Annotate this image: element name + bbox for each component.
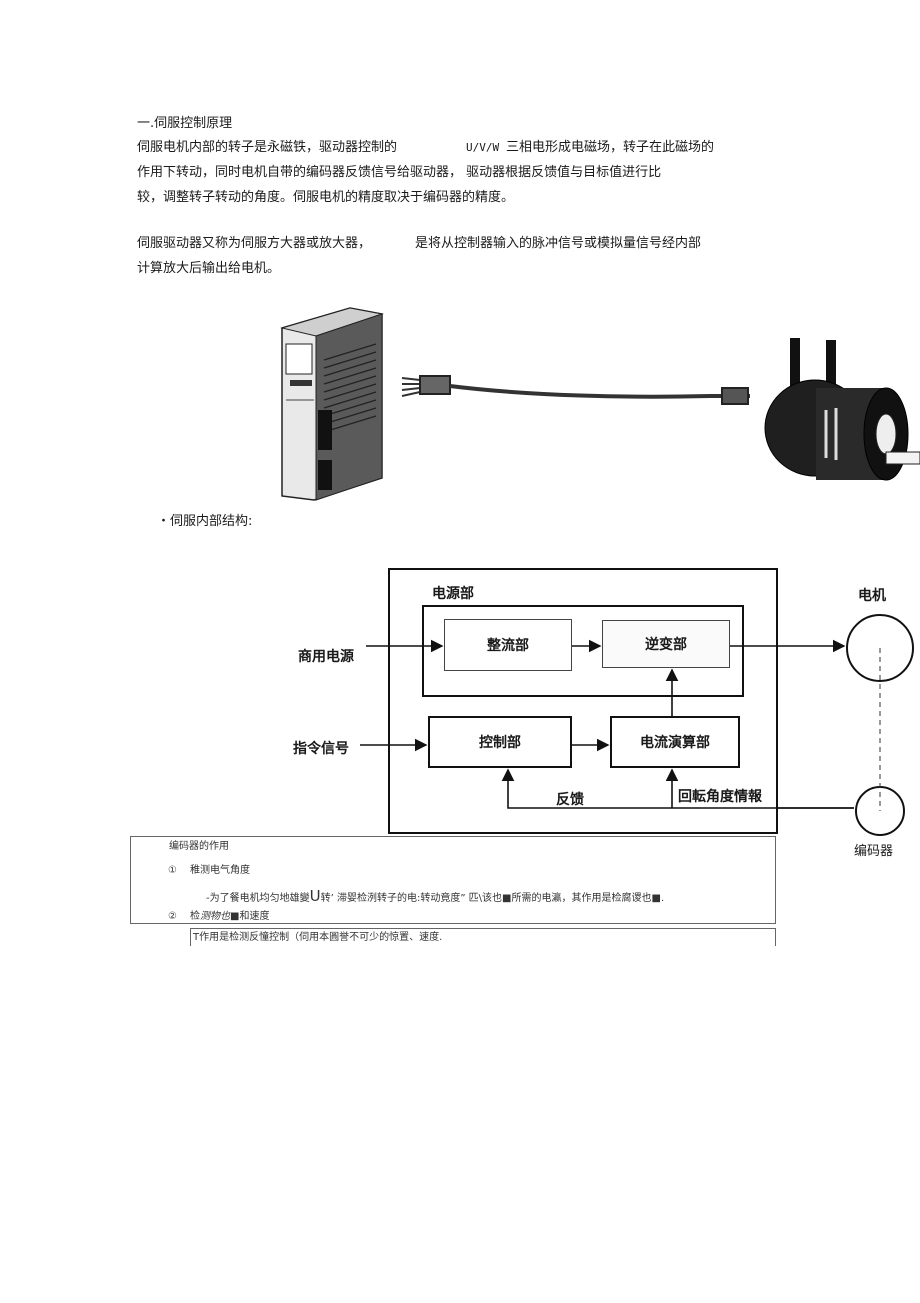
servo-drive-image — [280, 307, 384, 501]
power-section-label: 电源部 — [432, 586, 474, 602]
diagram-connectors — [360, 614, 914, 836]
section-heading: 一.伺服控制原理 — [137, 116, 233, 131]
item1-detail: -为了餐电机均匀地雄變U转’ 滞婴检洌转子的电:转动竟度” 匹\该也■所需的电瀛… — [206, 887, 665, 905]
note-box — [190, 928, 776, 946]
current-calc-box: 电流演算部 — [610, 716, 740, 768]
inverter-box: 逆变部 — [602, 620, 730, 668]
control-box: 控制部 — [428, 716, 572, 768]
servo-drive-boundary — [388, 568, 778, 834]
para2-line1b: 是将从控制器输入的脉冲信号或模拟量信号经内部 — [415, 236, 702, 251]
commercial-power-label: 商用电源 — [298, 649, 354, 665]
para1-line1a: 伺服电机内部的转子是永磁铁，驱动器控制的 — [137, 140, 398, 155]
motor-label: 电机 — [858, 588, 886, 604]
power-section-box — [422, 605, 744, 697]
command-signal-label: 指令信号 — [293, 741, 349, 757]
para1-line3: 较，调整转子转动的角度。伺服电机的精度取决于编码器的精度。 — [137, 190, 515, 205]
rotation-info-label: 回転角度情報 — [678, 789, 762, 805]
para1-uvw: U/V/W — [466, 141, 500, 154]
servo-system-illustration — [280, 307, 920, 501]
para2-line1a: 伺服驱动器又称为伺服方大器或放大器， — [137, 236, 372, 251]
structure-label: ・伺服内部结构: — [157, 514, 253, 529]
encoder-label: 编码器 — [854, 844, 894, 859]
item2-label: 检测物也■和速度 — [190, 911, 270, 922]
encoder-function-box — [130, 836, 776, 924]
servo-motor-image — [764, 338, 920, 481]
note-text: T作用是检测反憧控制（伺用本圓誉不可少的惊置、速度. — [193, 932, 443, 943]
para2-line2: 计算放大后输出给电机。 — [137, 261, 281, 276]
feedback-arrow — [501, 768, 854, 809]
para1-line1b: 三相电形成电磁场，转子在此磁场的 — [506, 140, 715, 155]
para1-line2: 作用下转动，同时电机自带的编码器反馈信号给驱动器， 驱动器根据反馈值与目标值进行… — [137, 165, 662, 180]
item1-number: ① — [168, 865, 177, 876]
cable-image — [401, 375, 750, 405]
feedback-label: 反馈 — [556, 792, 584, 808]
encoder-box-title: 编码器的作用 — [169, 841, 229, 852]
item2-number: ② — [168, 911, 177, 922]
rectifier-box: 整流部 — [444, 619, 572, 671]
item1-label: 稚测电气角度 — [190, 865, 250, 876]
